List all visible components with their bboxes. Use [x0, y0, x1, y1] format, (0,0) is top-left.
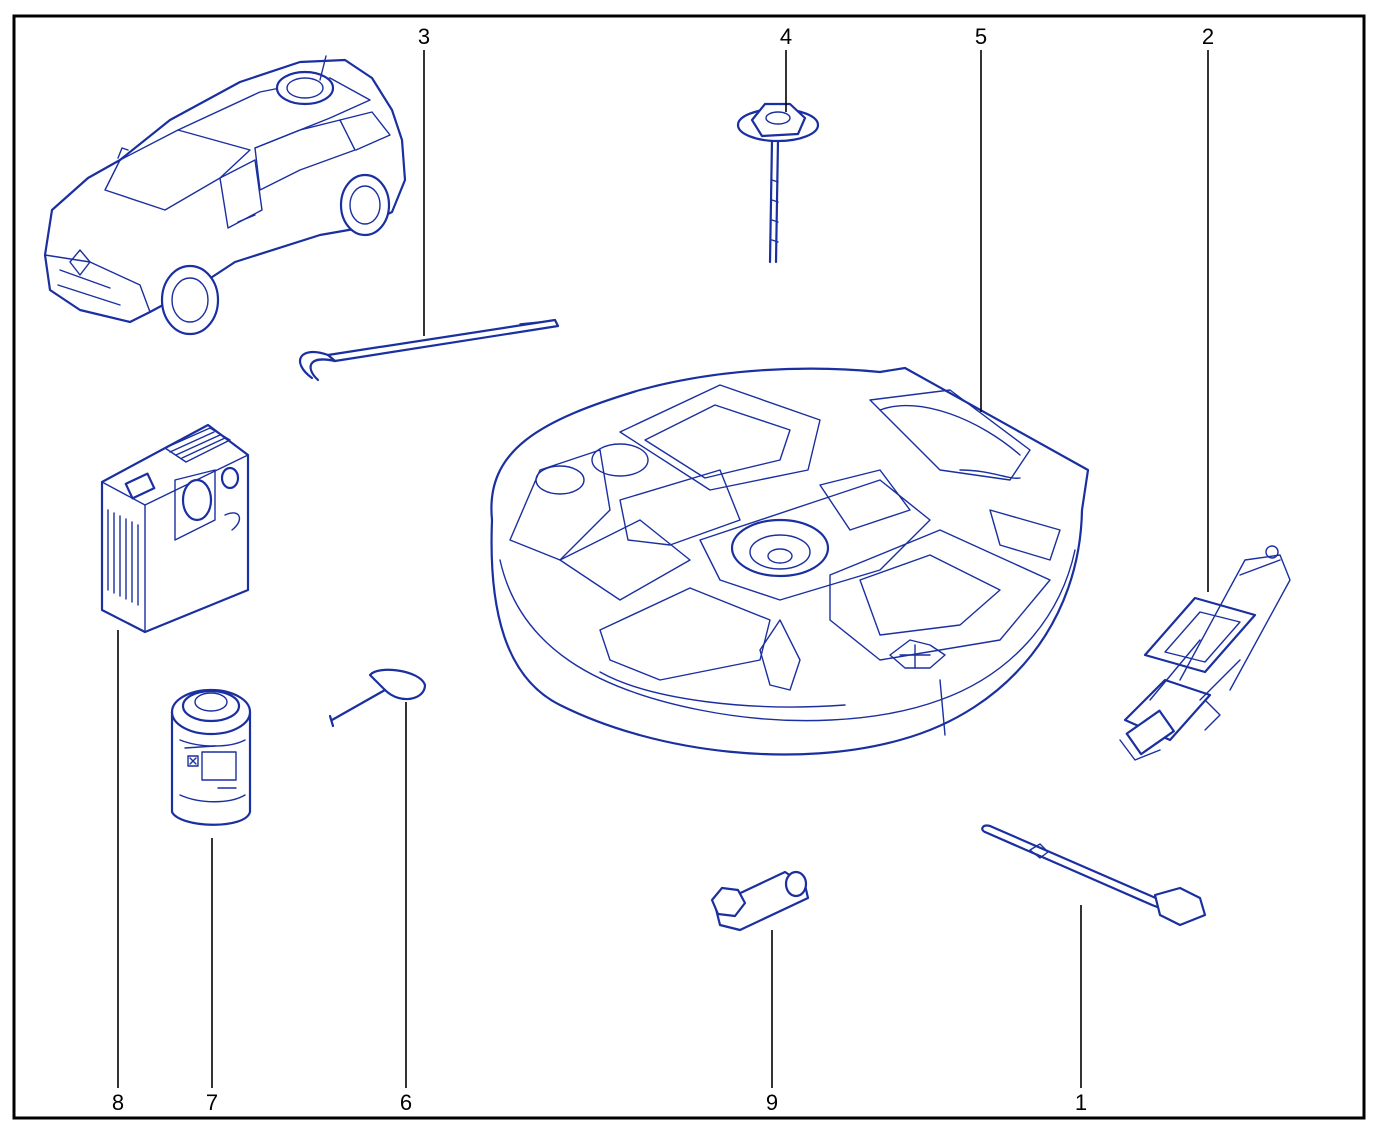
diagram-frame — [12, 14, 1366, 1120]
label-5: 5 — [975, 24, 987, 49]
part-7-sealant-bottle — [170, 688, 252, 826]
label-2: 2 — [1202, 24, 1214, 49]
vehicle-illustration — [43, 55, 407, 336]
part-8-compressor — [100, 423, 250, 634]
label-4: 4 — [780, 24, 792, 49]
label-3: 3 — [418, 24, 430, 49]
part-5-storage-tray — [490, 366, 1090, 756]
label-1: 1 — [1075, 1090, 1087, 1115]
label-9: 9 — [766, 1090, 778, 1115]
part-3-tow-hook-rod — [299, 318, 560, 382]
part-2-scissor-jack — [1119, 545, 1291, 761]
label-6: 6 — [400, 1090, 412, 1115]
label-7: 7 — [206, 1090, 218, 1115]
part-1-wheel-brace — [981, 824, 1207, 927]
part-9-socket-adapter — [710, 870, 810, 932]
label-8: 8 — [112, 1090, 124, 1115]
part-6-bent-key — [328, 668, 427, 728]
part-4-wing-nut-bolt — [736, 102, 820, 264]
callout-lines — [117, 50, 1209, 1088]
